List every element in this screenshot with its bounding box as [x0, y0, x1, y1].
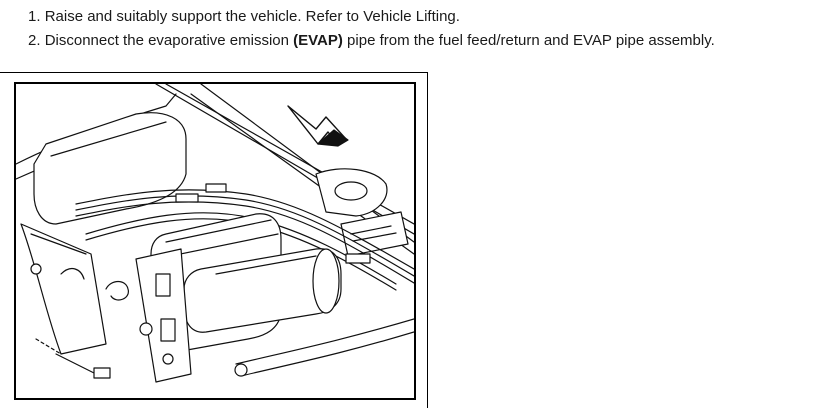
- step-2-text-after: pipe from the fuel feed/return and EVAP …: [342, 32, 715, 49]
- figure-frame: [0, 72, 428, 408]
- step-2-text-before: Disconnect the evaporative emission: [44, 32, 294, 49]
- step-1-text: Raise and suitably support the vehicle. …: [44, 8, 460, 25]
- front-direction-arrow-icon: [287, 105, 349, 147]
- step-2: 2. Disconnect the evaporative emission (…: [28, 29, 715, 53]
- evap-pipe-illustration: [14, 82, 416, 400]
- procedure-steps: 1. Raise and suitably support the vehicl…: [28, 5, 715, 53]
- step-2-number: 2.: [28, 32, 41, 49]
- step-1-number: 1.: [28, 8, 41, 25]
- step-2-text-bold: (EVAP): [293, 32, 343, 49]
- step-1: 1. Raise and suitably support the vehicl…: [28, 5, 715, 29]
